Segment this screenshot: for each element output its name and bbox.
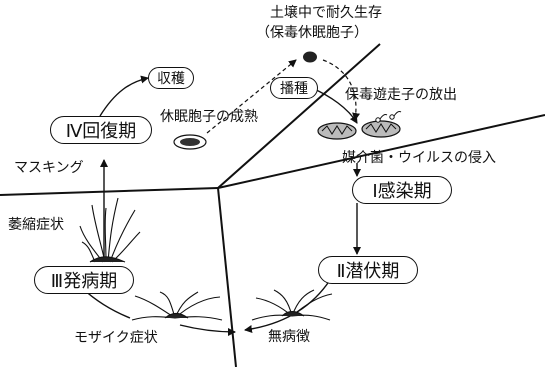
quadrant-divider-lines xyxy=(0,43,545,368)
soil-resting-spore-icon xyxy=(303,51,317,63)
soil-survival-sublabel: （保毒休眠胞子） xyxy=(256,25,368,41)
sowing-badge: 播種 xyxy=(270,77,318,99)
stunting-label: 萎縮症状 xyxy=(8,217,64,233)
stunted-plant-icon xyxy=(79,197,141,263)
vector-virus-entry-label: 媒介菌・ウイルスの侵入 xyxy=(342,150,496,166)
mosaic-plant-icon xyxy=(131,291,223,321)
stage-infection: Ⅰ感染期 xyxy=(352,176,452,204)
zoospore-release-icon xyxy=(317,111,402,140)
stage-onset: Ⅲ発病期 xyxy=(34,266,134,294)
harvest-badge: 収穫 xyxy=(148,67,194,89)
resting-spore-maturation-label: 休眠胞子の成熟 xyxy=(160,109,258,125)
masking-label: マスキング xyxy=(14,160,84,176)
symptomless-plant-icon xyxy=(251,289,333,321)
mosaic-label: モザイク症状 xyxy=(74,330,158,346)
zoospore-release-label: 保毒遊走子の放出 xyxy=(345,87,457,103)
dashed-arrows xyxy=(206,59,361,134)
soil-survival-label: 土壌中で耐久生存 xyxy=(270,5,382,21)
stage-recovery: Ⅳ回復期 xyxy=(50,116,152,144)
stage-latent: Ⅱ潜伏期 xyxy=(318,256,418,284)
symptomless-label: 無病徴 xyxy=(268,329,310,345)
